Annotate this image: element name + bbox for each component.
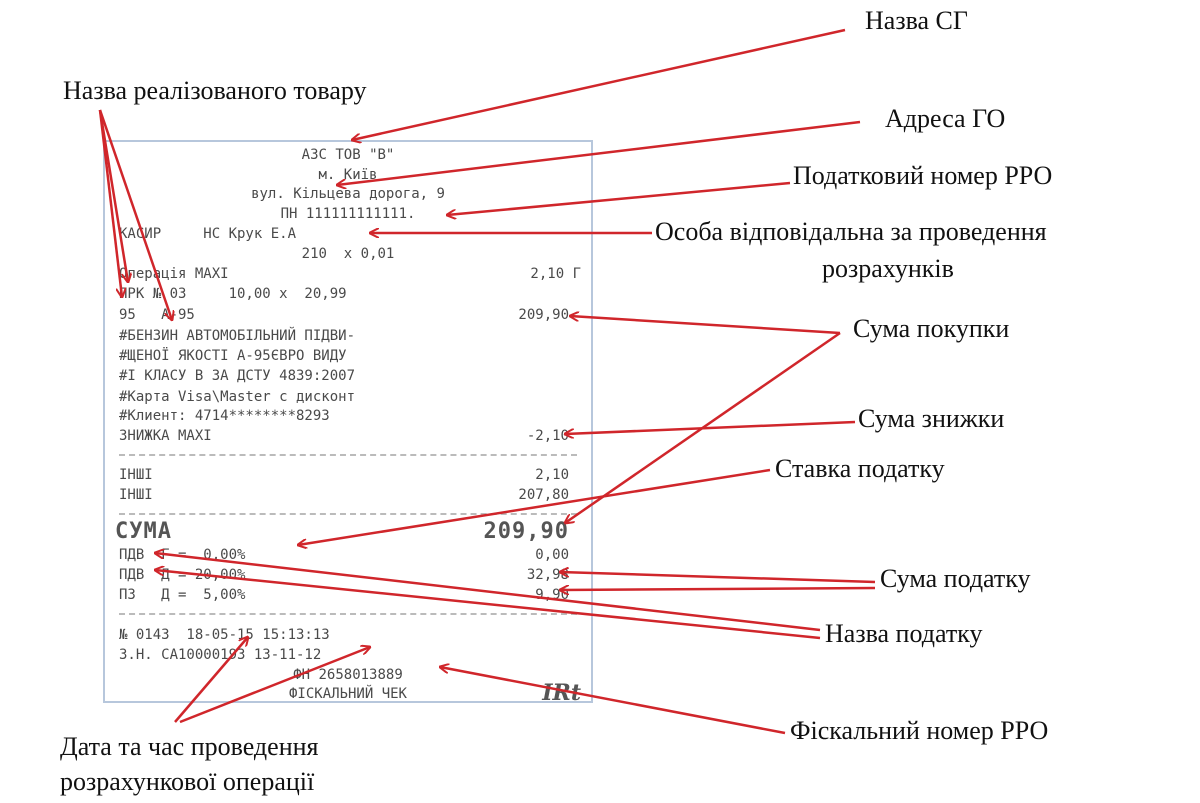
label-tax-sum: Сума податку — [880, 564, 1031, 593]
receipt-city: м. Київ — [318, 167, 378, 183]
receipt-purchase-sum: 209,90 — [518, 307, 569, 323]
receipt-line: #І КЛАСУ В ЗА ДСТУ 4839:2007 — [119, 368, 356, 384]
divider — [119, 613, 577, 615]
receipt-serial: З.Н. СА10000193 13-11-12 — [119, 647, 322, 663]
label-product: Назва реалізованого товару — [63, 76, 367, 105]
arrow-tax-name — [155, 553, 821, 632]
receipt-tax-number: ПН 111111111111. — [280, 206, 416, 222]
receipt-datetime: № 0143 18-05-15 15:13:13 — [119, 627, 330, 643]
arrow-product — [98, 109, 172, 320]
receipt-line: ПРК № 03 10,00 х 20,99 — [119, 286, 347, 302]
receipt-tax-value: 0,00 — [535, 547, 569, 563]
arrow-product — [98, 109, 128, 282]
label-datetime-2: розрахункової операції — [60, 767, 315, 796]
receipt-value: 2,10 — [535, 467, 569, 483]
receipt-line: #БЕНЗИН АВТОМОБІЛЬНИЙ ПІДВИ- — [119, 328, 356, 344]
receipt-cashier: КАСИР НС Крук Е.А — [119, 226, 297, 242]
arrow-address — [337, 120, 861, 185]
arrow-purchase-sum — [570, 316, 841, 335]
label-tax-rate: Ставка податку — [775, 454, 945, 483]
receipt-discount-sum: -2,10 — [526, 428, 569, 444]
receipt-line: #ЩЕНОЇ ЯКОСТІ А-95ЄВРО ВИДУ — [119, 348, 347, 364]
receipt-street: вул. Кільцева дорога, 9 — [251, 186, 445, 202]
arrow-datetime — [179, 647, 370, 724]
label-person: Особа відповідальна за проведення — [655, 217, 1047, 246]
arrow-tax-sum — [560, 572, 876, 584]
receipt-value: 2,10 Г — [530, 266, 581, 282]
label-discount-sum: Сума знижки — [858, 404, 1005, 433]
label-purchase-sum: Сума покупки — [853, 314, 1010, 343]
receipt-discount: ЗНИЖКА МАХІ — [119, 428, 212, 444]
arrow-tax-name — [155, 570, 821, 640]
arrow-product — [98, 109, 122, 297]
arrow-tax-rate — [298, 468, 771, 545]
receipt-line: 210 х 0,01 — [301, 246, 395, 262]
divider — [119, 454, 577, 456]
label-address: Адреса ГО — [885, 104, 1006, 133]
label-sg-name: Назва СГ — [865, 6, 968, 35]
arrow-tax-number — [447, 181, 791, 215]
label-fiscal-number: Фіскальний номер РРО — [790, 716, 1049, 745]
receipt-total-label: СУМА — [115, 519, 172, 544]
arrow-datetime — [174, 637, 248, 723]
label-datetime: Дата та час проведення — [60, 732, 319, 761]
receipt-fiscal-check: ФІСКАЛЬНИЙ ЧЕК — [288, 686, 407, 702]
label-tax-name: Назва податку — [825, 619, 983, 648]
receipt-value: 207,80 — [518, 487, 569, 503]
label-person-2: розрахунків — [822, 254, 954, 283]
receipt-line: ІНШІ — [119, 487, 153, 503]
receipt-total: 209,90 — [483, 519, 569, 544]
arrow-tax-sum — [560, 588, 876, 590]
receipt-company: АЗС ТОВ "В" — [301, 147, 395, 163]
receipt-tax-line: ПЗ Д = 5,00% — [119, 587, 246, 603]
receipt-line: #Карта Visa\Master с дисконт — [119, 389, 356, 405]
arrow-sg-name — [352, 28, 846, 140]
receipt-line: ІНШІ — [119, 467, 153, 483]
arrow-discount-sum — [565, 420, 856, 434]
label-tax-number: Податковий номер РРО — [793, 161, 1053, 190]
receipt-line: #Клиент: 4714********8293 — [119, 408, 330, 424]
arrow-fiscal-number — [440, 667, 786, 735]
receipt-line: Операція МАХІ — [119, 266, 229, 282]
divider — [119, 513, 577, 515]
receipt-tax-value: 32,98 — [526, 567, 569, 583]
